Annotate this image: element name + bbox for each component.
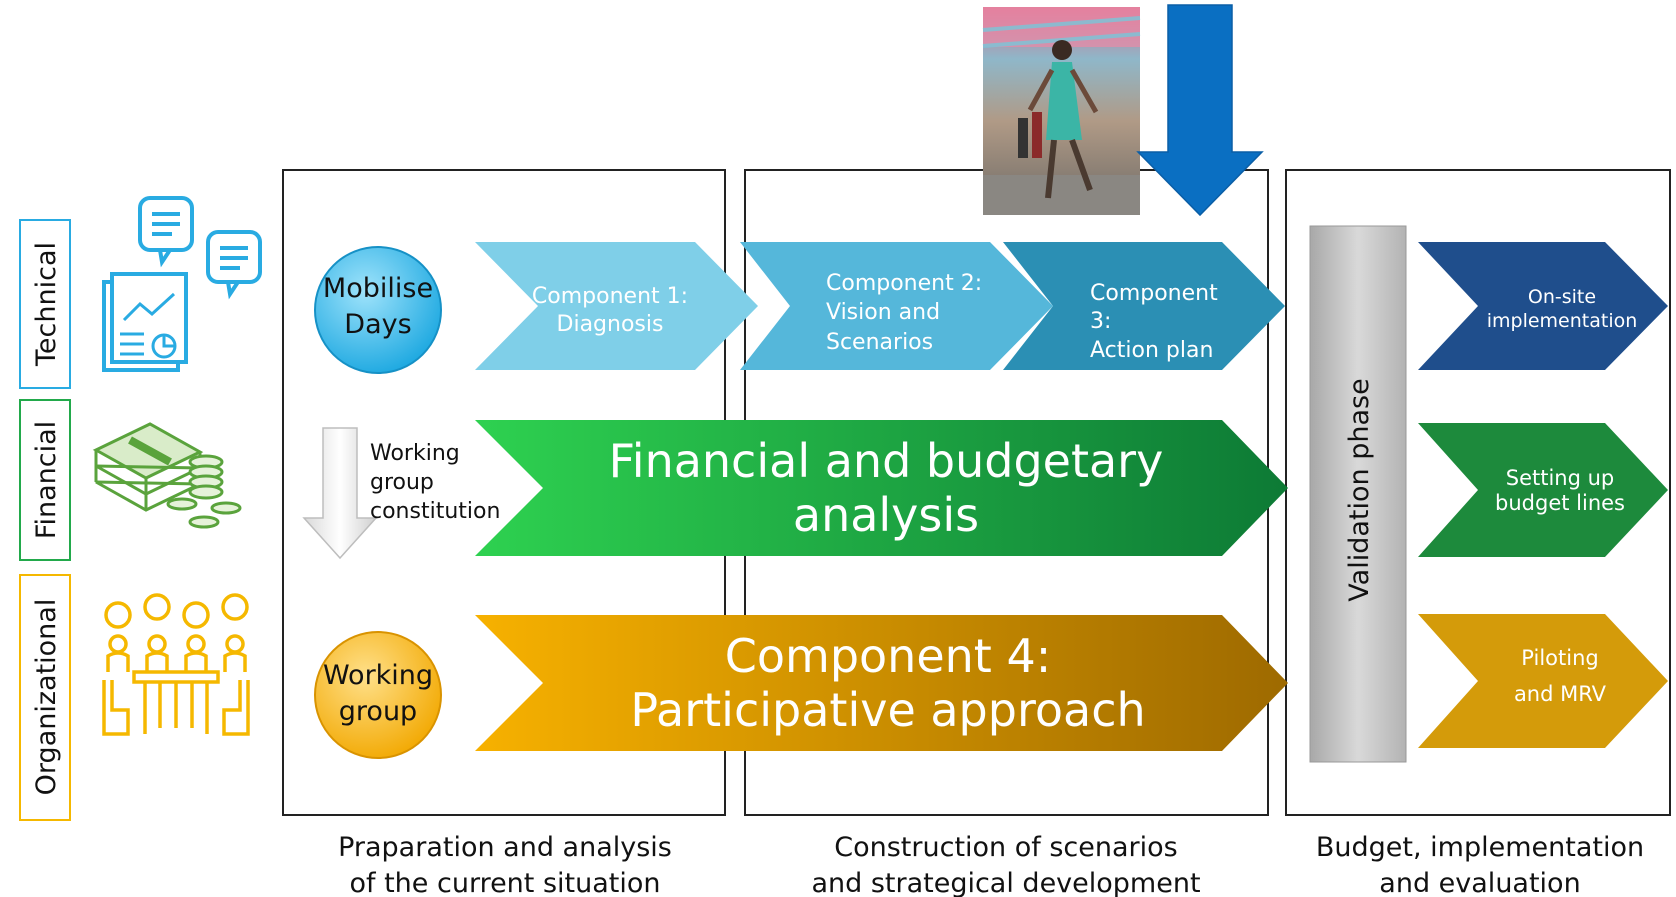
svg-text:Action plan: Action plan xyxy=(1090,338,1213,363)
validation-phase-bar: Validation phase xyxy=(1309,225,1407,763)
row-label-financial: Financial xyxy=(19,399,71,561)
working-group-constitution-label: Working group constitution xyxy=(370,441,500,524)
svg-text:Working: Working xyxy=(323,660,433,691)
money-stack-icon xyxy=(92,422,242,529)
svg-text:3:: 3: xyxy=(1090,309,1111,334)
participative-approach-arrow: Component 4: Participative approach xyxy=(475,615,1288,751)
outcome-budget-chevron: Setting up budget lines xyxy=(1418,423,1668,557)
svg-text:analysis: analysis xyxy=(793,488,979,542)
svg-text:Diagnosis: Diagnosis xyxy=(557,312,664,337)
svg-text:Days: Days xyxy=(344,309,411,340)
svg-text:Piloting: Piloting xyxy=(1521,646,1598,670)
working-group-circle: Working group xyxy=(314,631,442,759)
svg-text:Financial: Financial xyxy=(31,421,62,539)
svg-text:Technical: Technical xyxy=(31,242,62,367)
outcome-piloting-chevron: Piloting and MRV xyxy=(1418,614,1668,748)
meeting-people-icon xyxy=(102,593,250,736)
phase-frame-3 xyxy=(1285,169,1671,816)
svg-text:Validation phase: Validation phase xyxy=(1344,378,1375,601)
svg-text:Component 2:: Component 2: xyxy=(826,271,982,296)
svg-text:Component: Component xyxy=(1090,281,1218,306)
svg-text:implementation: implementation xyxy=(1487,310,1638,332)
phase-caption-3: Budget, implementation and evaluation xyxy=(1316,832,1644,897)
svg-text:Component 1:: Component 1: xyxy=(532,284,688,309)
svg-text:constitution: constitution xyxy=(370,499,500,524)
photo-person-street xyxy=(982,7,1141,215)
svg-text:and strategical development: and strategical development xyxy=(811,868,1200,897)
svg-text:group: group xyxy=(339,696,417,727)
svg-text:Budget, implementation: Budget, implementation xyxy=(1316,832,1644,863)
svg-text:of the current situation: of the current situation xyxy=(349,868,660,897)
outcome-onsite-chevron: On-site implementation xyxy=(1418,242,1668,370)
row-label-technical: Technical xyxy=(19,219,71,389)
svg-text:Vision and: Vision and xyxy=(826,300,940,325)
svg-text:and evaluation: and evaluation xyxy=(1379,868,1580,897)
svg-text:Financial and budgetary: Financial and budgetary xyxy=(609,434,1164,488)
svg-text:Mobilise: Mobilise xyxy=(323,273,433,304)
svg-text:On-site: On-site xyxy=(1528,286,1596,308)
svg-text:Working: Working xyxy=(370,441,460,466)
highlight-down-arrow xyxy=(1136,4,1264,217)
svg-text:group: group xyxy=(370,470,434,495)
svg-text:Participative approach: Participative approach xyxy=(630,683,1145,737)
financial-analysis-arrow: Financial and budgetary analysis xyxy=(475,420,1288,556)
down-arrow-icon xyxy=(302,427,378,560)
row-label-organizational: Organizational xyxy=(19,574,71,821)
document-chart-icon xyxy=(102,196,262,372)
svg-text:Construction of scenarios: Construction of scenarios xyxy=(834,832,1177,863)
component-1-chevron: Component 1: Diagnosis xyxy=(475,242,758,370)
component-2-chevron: Component 2: Vision and Scenarios xyxy=(740,242,1053,370)
svg-text:Setting up: Setting up xyxy=(1506,466,1615,490)
svg-text:Component 4:: Component 4: xyxy=(725,629,1051,683)
phase-caption-2: Construction of scenarios and strategica… xyxy=(811,832,1200,897)
svg-text:Scenarios: Scenarios xyxy=(826,330,933,355)
svg-text:budget lines: budget lines xyxy=(1495,491,1625,515)
component-3-chevron: Component 3: Action plan xyxy=(1003,242,1285,370)
svg-text:Praparation and analysis: Praparation and analysis xyxy=(338,832,672,863)
phase-caption-1: Praparation and analysis of the current … xyxy=(338,832,672,897)
mobilise-days-circle: Mobilise Days xyxy=(314,246,442,374)
svg-text:Organizational: Organizational xyxy=(31,599,62,796)
svg-text:and MRV: and MRV xyxy=(1514,682,1607,706)
